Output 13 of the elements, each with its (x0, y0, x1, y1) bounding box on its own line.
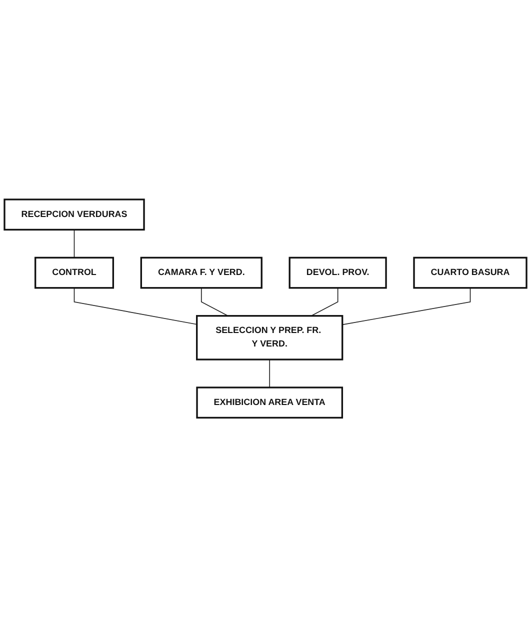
node-box: CUARTO BASURA (413, 257, 528, 290)
connector (74, 230, 75, 258)
node-box: RECEPCION VERDURAS (4, 199, 145, 231)
node-box: EXHIBICION AREA VENTA (196, 387, 344, 419)
node-box: CONTROL (34, 257, 114, 290)
connector (74, 288, 198, 326)
node-box: CAMARA F. Y VERD. (140, 257, 262, 290)
connector (200, 288, 228, 317)
connector (269, 360, 270, 388)
connector (342, 288, 471, 326)
connector (310, 288, 338, 317)
node-box: DEVOL. PROV. (288, 257, 387, 290)
node-box: SELECCION Y PREP. FR. Y VERD. (196, 315, 344, 361)
